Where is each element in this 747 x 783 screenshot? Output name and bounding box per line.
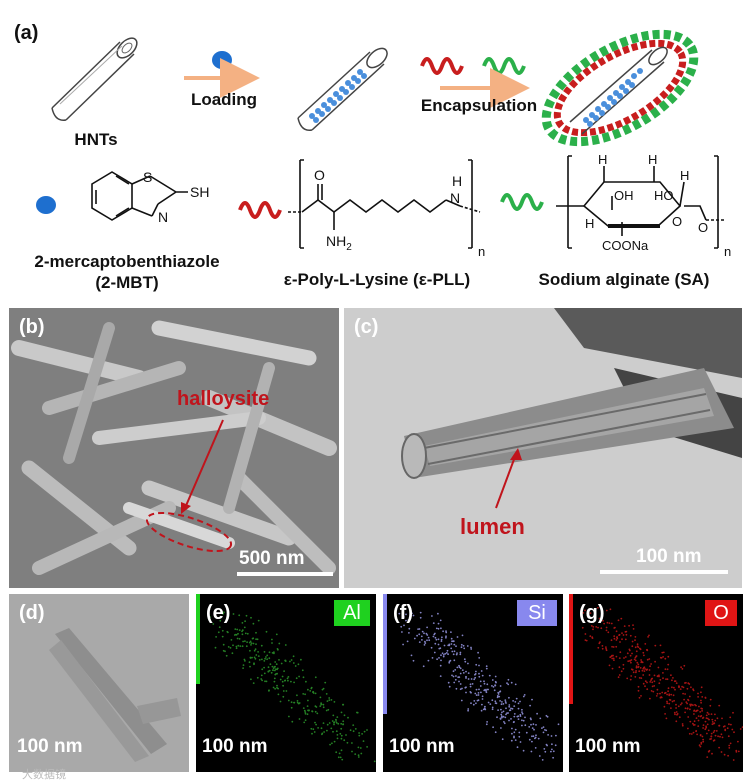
sa-link-o-atom: O — [698, 220, 708, 235]
o-dot-map — [581, 606, 743, 761]
panel-g-o-map: (g) O 100 nm — [569, 594, 743, 772]
panel-b-label: (b) — [19, 316, 45, 338]
halloysite-highlight-ellipse — [145, 511, 233, 553]
o-element-badge: O — [705, 600, 737, 626]
sa-h-atom-2: H — [648, 152, 657, 167]
panel-g-label: (g) — [579, 602, 605, 624]
sa-ho-group: HO — [654, 188, 674, 203]
panel-f-label: (f) — [393, 602, 413, 624]
panel-a-schematic: S N SH O H N NH2 n H — [36, 29, 731, 259]
si-color-strip — [383, 594, 387, 714]
sa-coona-group: COONa — [602, 238, 649, 253]
sa-ring-o-atom: O — [672, 214, 682, 229]
panel-e-scale-text: 100 nm — [202, 736, 268, 757]
mbt-s-atom: S — [143, 169, 152, 185]
panel-d-haadf-image: (d) 100 nm — [9, 594, 189, 772]
pll-h-atom: H — [452, 173, 462, 189]
al-element-badge: Al — [334, 600, 370, 626]
sa-h-atom-4: H — [585, 216, 594, 231]
mbt-legend-dot-icon — [36, 196, 56, 214]
panel-f-scale-text: 100 nm — [389, 736, 455, 757]
panel-f-si-map: (f) Si 100 nm — [383, 594, 563, 772]
mbt-sh-group: SH — [190, 184, 209, 200]
sa-h-atom-3: H — [680, 168, 689, 183]
al-dot-map — [208, 611, 376, 763]
panel-a-label: (a) — [14, 22, 39, 44]
panel-e-al-map: (e) Al 100 nm — [196, 594, 376, 772]
pll-n-atom: N — [450, 190, 460, 206]
lumen-pointer-arrow — [495, 453, 517, 509]
mbt-name-line1: 2-mercaptobenthiazole — [34, 252, 220, 271]
panel-b-scale-bar — [237, 572, 333, 576]
si-element-badge: Si — [517, 600, 557, 626]
panel-b-sem-image: (b) halloysite 500 nm — [9, 308, 339, 588]
panel-c-scale-text: 100 nm — [636, 546, 702, 567]
panel-c-label: (c) — [354, 316, 379, 338]
tem-texture — [344, 308, 742, 588]
sa-chain-icon — [482, 57, 526, 75]
al-color-strip — [196, 594, 200, 684]
halloysite-pointer-arrow — [184, 419, 224, 509]
loading-label: Loading — [190, 90, 258, 109]
sa-legend-icon — [500, 193, 544, 211]
panel-a: (a) — [0, 0, 747, 305]
encapsulation-label: Encapsulation — [420, 96, 538, 115]
encapsulated-nanotube-icon — [541, 29, 699, 147]
pll-nh2-group: NH2 — [326, 233, 352, 253]
loaded-nanotube-icon — [297, 47, 388, 131]
empty-nanotube-icon — [51, 37, 138, 121]
o-color-strip — [569, 594, 573, 704]
haadf-texture — [9, 594, 189, 772]
panel-d-label: (d) — [19, 602, 45, 624]
si-dot-map — [398, 611, 560, 761]
halloysite-label: halloysite — [177, 388, 270, 410]
pll-o-atom: O — [314, 167, 325, 183]
sa-name: Sodium alginate (SA) — [538, 270, 710, 289]
pll-repeat-n: n — [478, 244, 485, 259]
drug-molecule-icon — [212, 51, 232, 69]
lumen-label: lumen — [460, 514, 525, 539]
panel-c-tem-image: (c) lumen 100 nm — [344, 308, 742, 588]
panel-g-scale-text: 100 nm — [575, 736, 641, 757]
mbt-n-atom: N — [158, 209, 168, 225]
sa-h-atom-1: H — [598, 152, 607, 167]
panel-e-label: (e) — [206, 602, 231, 624]
sa-repeat-n: n — [724, 244, 731, 259]
pll-structure — [288, 159, 481, 249]
mbt-structure — [91, 171, 188, 221]
pll-legend-icon — [238, 201, 282, 219]
sem-texture — [9, 308, 339, 588]
hnt-caption: HNTs — [74, 130, 118, 149]
pll-name: ε-Poly-L-Lysine (ε-PLL) — [283, 270, 471, 289]
panel-d-scale-text: 100 nm — [17, 736, 83, 757]
watermark-text: 大数据镜 — [22, 769, 66, 781]
mbt-name-line2: (2-MBT) — [95, 273, 159, 292]
sa-oh-group: OH — [614, 188, 634, 203]
panel-c-scale-bar — [600, 570, 728, 574]
sa-structure — [556, 155, 724, 249]
pll-chain-icon — [420, 57, 464, 75]
panel-b-scale-text: 500 nm — [239, 548, 305, 569]
